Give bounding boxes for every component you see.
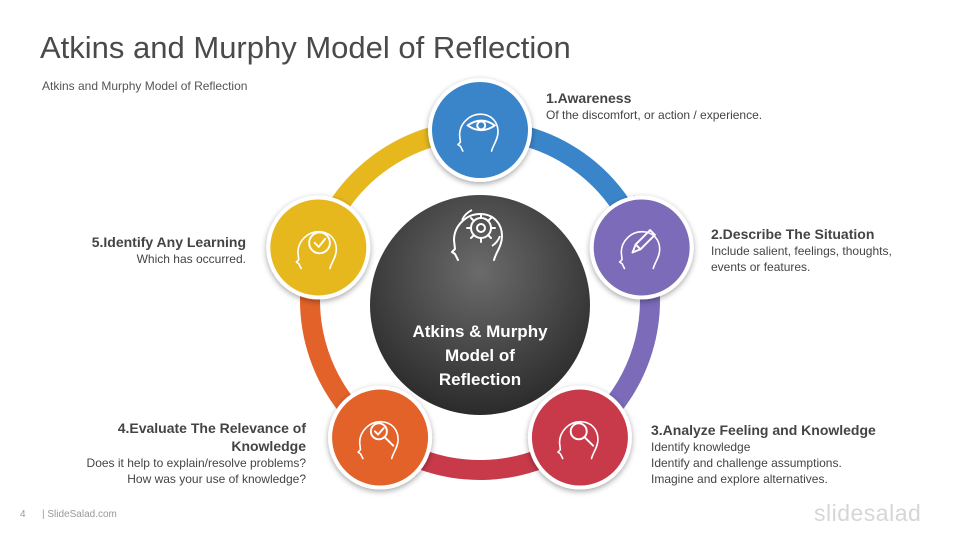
- step-1-desc-line1: Of the discomfort, or action / experienc…: [546, 108, 763, 122]
- step-4-node: [328, 385, 433, 490]
- cycle-arc-3: [418, 448, 548, 480]
- step-5-node: [266, 195, 371, 300]
- step-1-text: 1.Awareness Of the discomfort, or action…: [546, 89, 762, 123]
- step-4-desc-line1: Does it help to explain/resolve problems…: [86, 456, 306, 470]
- step-4-text: 4.Evaluate The Relevance of Knowledge Do…: [40, 419, 306, 487]
- center-label-line1: Atkins & Murphy: [412, 322, 548, 341]
- center-label: Atkins & Murphy Model of Reflection: [380, 320, 580, 392]
- step-2-desc-line1: Include salient, feelings, thoughts,: [711, 244, 892, 258]
- step-2-node: [589, 195, 694, 300]
- pencil-head-icon: [618, 229, 661, 270]
- step-3-node: [527, 385, 632, 490]
- step-4-desc-line2: How was your use of knowledge?: [127, 472, 306, 486]
- slidesalad-logo: slidesalad: [814, 500, 922, 526]
- step-3-desc-line3: Imagine and explore alternatives.: [651, 472, 828, 486]
- step-3-desc-line2: Identify and challenge assumptions.: [651, 456, 842, 470]
- eye-head-icon: [457, 113, 499, 152]
- page-subtitle: Atkins and Murphy Model of Reflection: [42, 79, 248, 93]
- step-3-desc-line1: Identify knowledge: [651, 440, 751, 454]
- step-4-title-line2: Knowledge: [231, 438, 306, 454]
- step-3-text: 3.Analyze Feeling and Knowledge Identify…: [651, 421, 876, 487]
- page-number: 4: [20, 509, 26, 520]
- step-1-node: [428, 78, 532, 182]
- check-head-icon: [295, 230, 338, 270]
- gear-head-icon: [451, 209, 503, 261]
- step-2-title: 2.Describe The Situation: [711, 226, 875, 242]
- step-2-text: 2.Describe The Situation Include salient…: [711, 225, 892, 275]
- step-3-title: 3.Analyze Feeling and Knowledge: [651, 422, 876, 438]
- cycle-arc-5: [327, 126, 437, 216]
- center-label-line3: Reflection: [438, 370, 522, 389]
- center-circle: [370, 195, 590, 415]
- cycle-arc-4: [300, 293, 358, 416]
- step-5-title: 5.Identify Any Learning: [91, 234, 246, 250]
- step-4-title-line1: 4.Evaluate The Relevance of: [117, 420, 306, 436]
- step-5-text: 5.Identify Any Learning Which has occurr…: [40, 233, 246, 267]
- cycle-arc-1: [518, 125, 630, 211]
- footer-site: | SlideSalad.com: [42, 509, 117, 520]
- check-magnifier-head-icon: [357, 420, 399, 460]
- step-5-desc-line1: Which has occurred.: [136, 252, 246, 266]
- page-title: Atkins and Murphy Model of Reflection: [40, 30, 571, 65]
- cycle-arc-2: [605, 287, 660, 411]
- step-2-desc-line2: events or features.: [711, 260, 811, 274]
- center-label-line2: Model of: [445, 346, 515, 365]
- step-1-title: 1.Awareness: [546, 90, 632, 106]
- magnifier-head-icon: [557, 420, 599, 460]
